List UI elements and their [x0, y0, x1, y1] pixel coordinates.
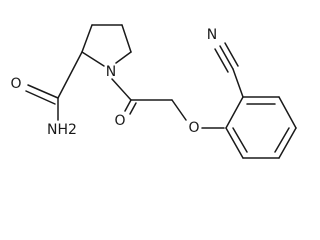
nitrile-group — [214, 42, 244, 98]
bond-c5-n — [115, 51, 132, 64]
bond-c2-amide-c — [57, 51, 83, 99]
benzene-ring — [201, 96, 297, 159]
bond-c4-c5 — [121, 24, 132, 53]
atom-label-amide-oxygen: O — [10, 76, 21, 92]
bond-ar-c4-c5 — [278, 127, 297, 159]
bond-ar-c6-c1 — [225, 127, 244, 159]
bond-amide-c-o-a — [27, 84, 59, 99]
atom-label-ether-oxygen: O — [188, 120, 199, 136]
atom-label-nitrile-nitrogen: N — [207, 27, 217, 43]
chemical-structure: N O O O NH2 N — [10, 24, 297, 159]
bond-c2-c3 — [81, 24, 93, 53]
bond-triple-a — [219, 45, 234, 70]
bond-triple-b — [224, 42, 239, 67]
atom-label-ketone-oxygen: O — [114, 113, 125, 129]
acyl-linker — [111, 78, 187, 121]
bond-triple-c — [214, 48, 229, 73]
atom-label-amide-nitrogen: NH2 — [47, 122, 77, 138]
bond-acyl-c-o-a — [124, 99, 132, 112]
atom-label-ring-nitrogen: N — [106, 64, 116, 80]
bond-acyl-c-o-b — [129, 102, 137, 115]
bond-ar-c1-c2 — [225, 96, 244, 129]
bond-ar-inner-b — [274, 127, 290, 153]
bond-n-acyl-c — [111, 78, 132, 101]
pyrrolidine-ring — [81, 24, 132, 67]
carboxamide-group — [25, 51, 83, 121]
bond-ar-c3-c4 — [278, 96, 297, 129]
bond-ch2-ether-o — [171, 99, 187, 121]
bond-ar-nitrile-c — [232, 68, 244, 98]
bond-n-c2 — [81, 51, 105, 67]
bond-ar-inner-c — [232, 127, 248, 153]
bond-amide-c-o-b — [25, 90, 56, 105]
